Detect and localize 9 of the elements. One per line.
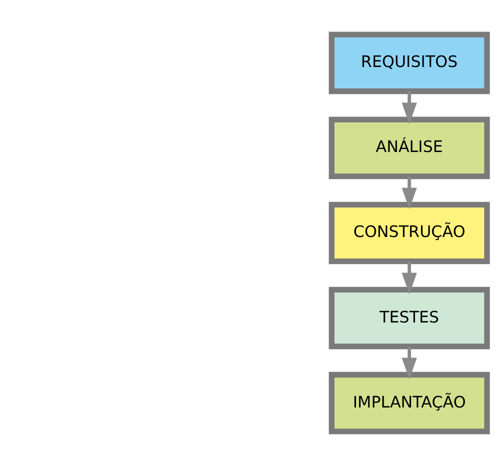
arrow <box>402 91 417 124</box>
node-box: ANÁLISE <box>328 116 490 179</box>
node-box: CONSTRUÇÃO <box>328 201 490 264</box>
arrow <box>402 261 417 294</box>
node-box: TESTES <box>328 286 490 349</box>
arrow <box>402 346 417 379</box>
node-box: IMPLANTAÇÃO <box>328 371 490 434</box>
node-box: REQUISITOS <box>328 31 490 94</box>
arrow <box>402 176 417 209</box>
